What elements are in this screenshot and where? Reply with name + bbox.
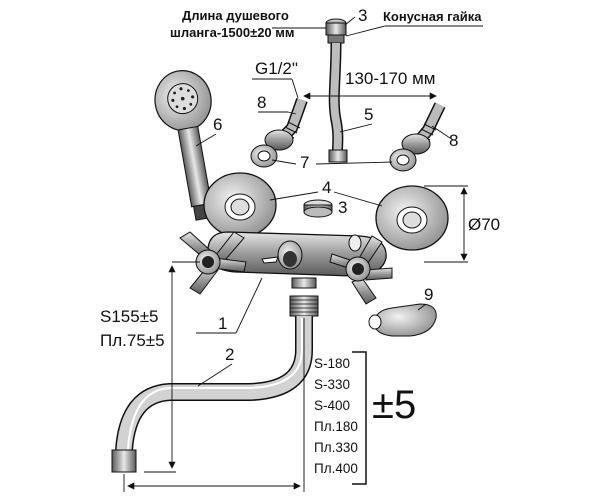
flange-right <box>375 185 449 251</box>
part-9-leader <box>417 303 427 311</box>
shower-head <box>154 70 213 221</box>
part-8-right-leader <box>431 125 451 139</box>
part-6-leader <box>195 133 217 147</box>
variant-item: Пл.400 <box>314 461 358 476</box>
cone-nut-label: Конусная гайка <box>383 9 482 24</box>
height-s-label: S155±5 <box>100 307 159 326</box>
flange-diameter-label: Ø70 <box>468 215 500 234</box>
variant-item: S-400 <box>314 398 350 413</box>
part-number-5: 5 <box>364 105 373 124</box>
shower-holder <box>368 303 437 337</box>
part-3-top-leader <box>344 16 356 26</box>
spout <box>111 295 319 473</box>
part-8-left-leader <box>287 111 297 115</box>
thread-leader <box>291 78 299 99</box>
cone-nut-leader <box>345 25 386 37</box>
hose-length-line1: Длина душевого <box>182 8 289 23</box>
part-1-leader <box>235 277 263 334</box>
center-distance-label: 130-170 мм <box>345 69 436 88</box>
eccentric-left <box>264 97 308 151</box>
part-number-8-left: 8 <box>257 93 266 112</box>
variant-bracket <box>352 351 367 485</box>
switch-lever <box>261 256 279 264</box>
washer-right <box>389 148 417 172</box>
part-5-leader <box>339 123 373 133</box>
part-4-leader-right <box>333 191 383 207</box>
variant-item: S-180 <box>314 356 350 371</box>
part-number-2: 2 <box>225 345 234 364</box>
part-number-9: 9 <box>424 285 433 304</box>
flange-left <box>203 172 277 238</box>
part-7-leader-left <box>271 159 297 165</box>
part-number-4: 4 <box>322 178 331 197</box>
part-number-3-bottom: 3 <box>338 198 347 217</box>
part-number-1: 1 <box>218 314 227 333</box>
handle-left <box>179 231 247 295</box>
thread-size-label: G1/2" <box>255 59 298 78</box>
washer-left <box>250 144 278 168</box>
part-number-3-top: 3 <box>358 6 367 25</box>
part-number-7: 7 <box>300 153 309 172</box>
variant-item: Пл.180 <box>314 419 358 434</box>
handle-right <box>329 235 393 305</box>
part-4-leader-left <box>269 191 319 201</box>
part-number-8-right: 8 <box>449 131 458 150</box>
small-nut <box>303 199 333 218</box>
eccentric-right <box>401 102 446 155</box>
variant-item: Пл.330 <box>314 440 358 455</box>
variant-item: S-330 <box>314 377 350 392</box>
hose-length-line2: шланга-1500±20 мм <box>170 25 295 40</box>
part-2-leader <box>197 363 233 387</box>
shower-hose <box>325 18 348 163</box>
part-number-6: 6 <box>213 115 222 134</box>
part-7-leader-right <box>315 161 393 165</box>
spout-variants-list: S-180 S-330 S-400 Пл.180 Пл.330 Пл.400 <box>314 351 367 485</box>
tolerance-label: ±5 <box>372 383 416 427</box>
height-pl-label: Пл.75±5 <box>100 331 165 350</box>
